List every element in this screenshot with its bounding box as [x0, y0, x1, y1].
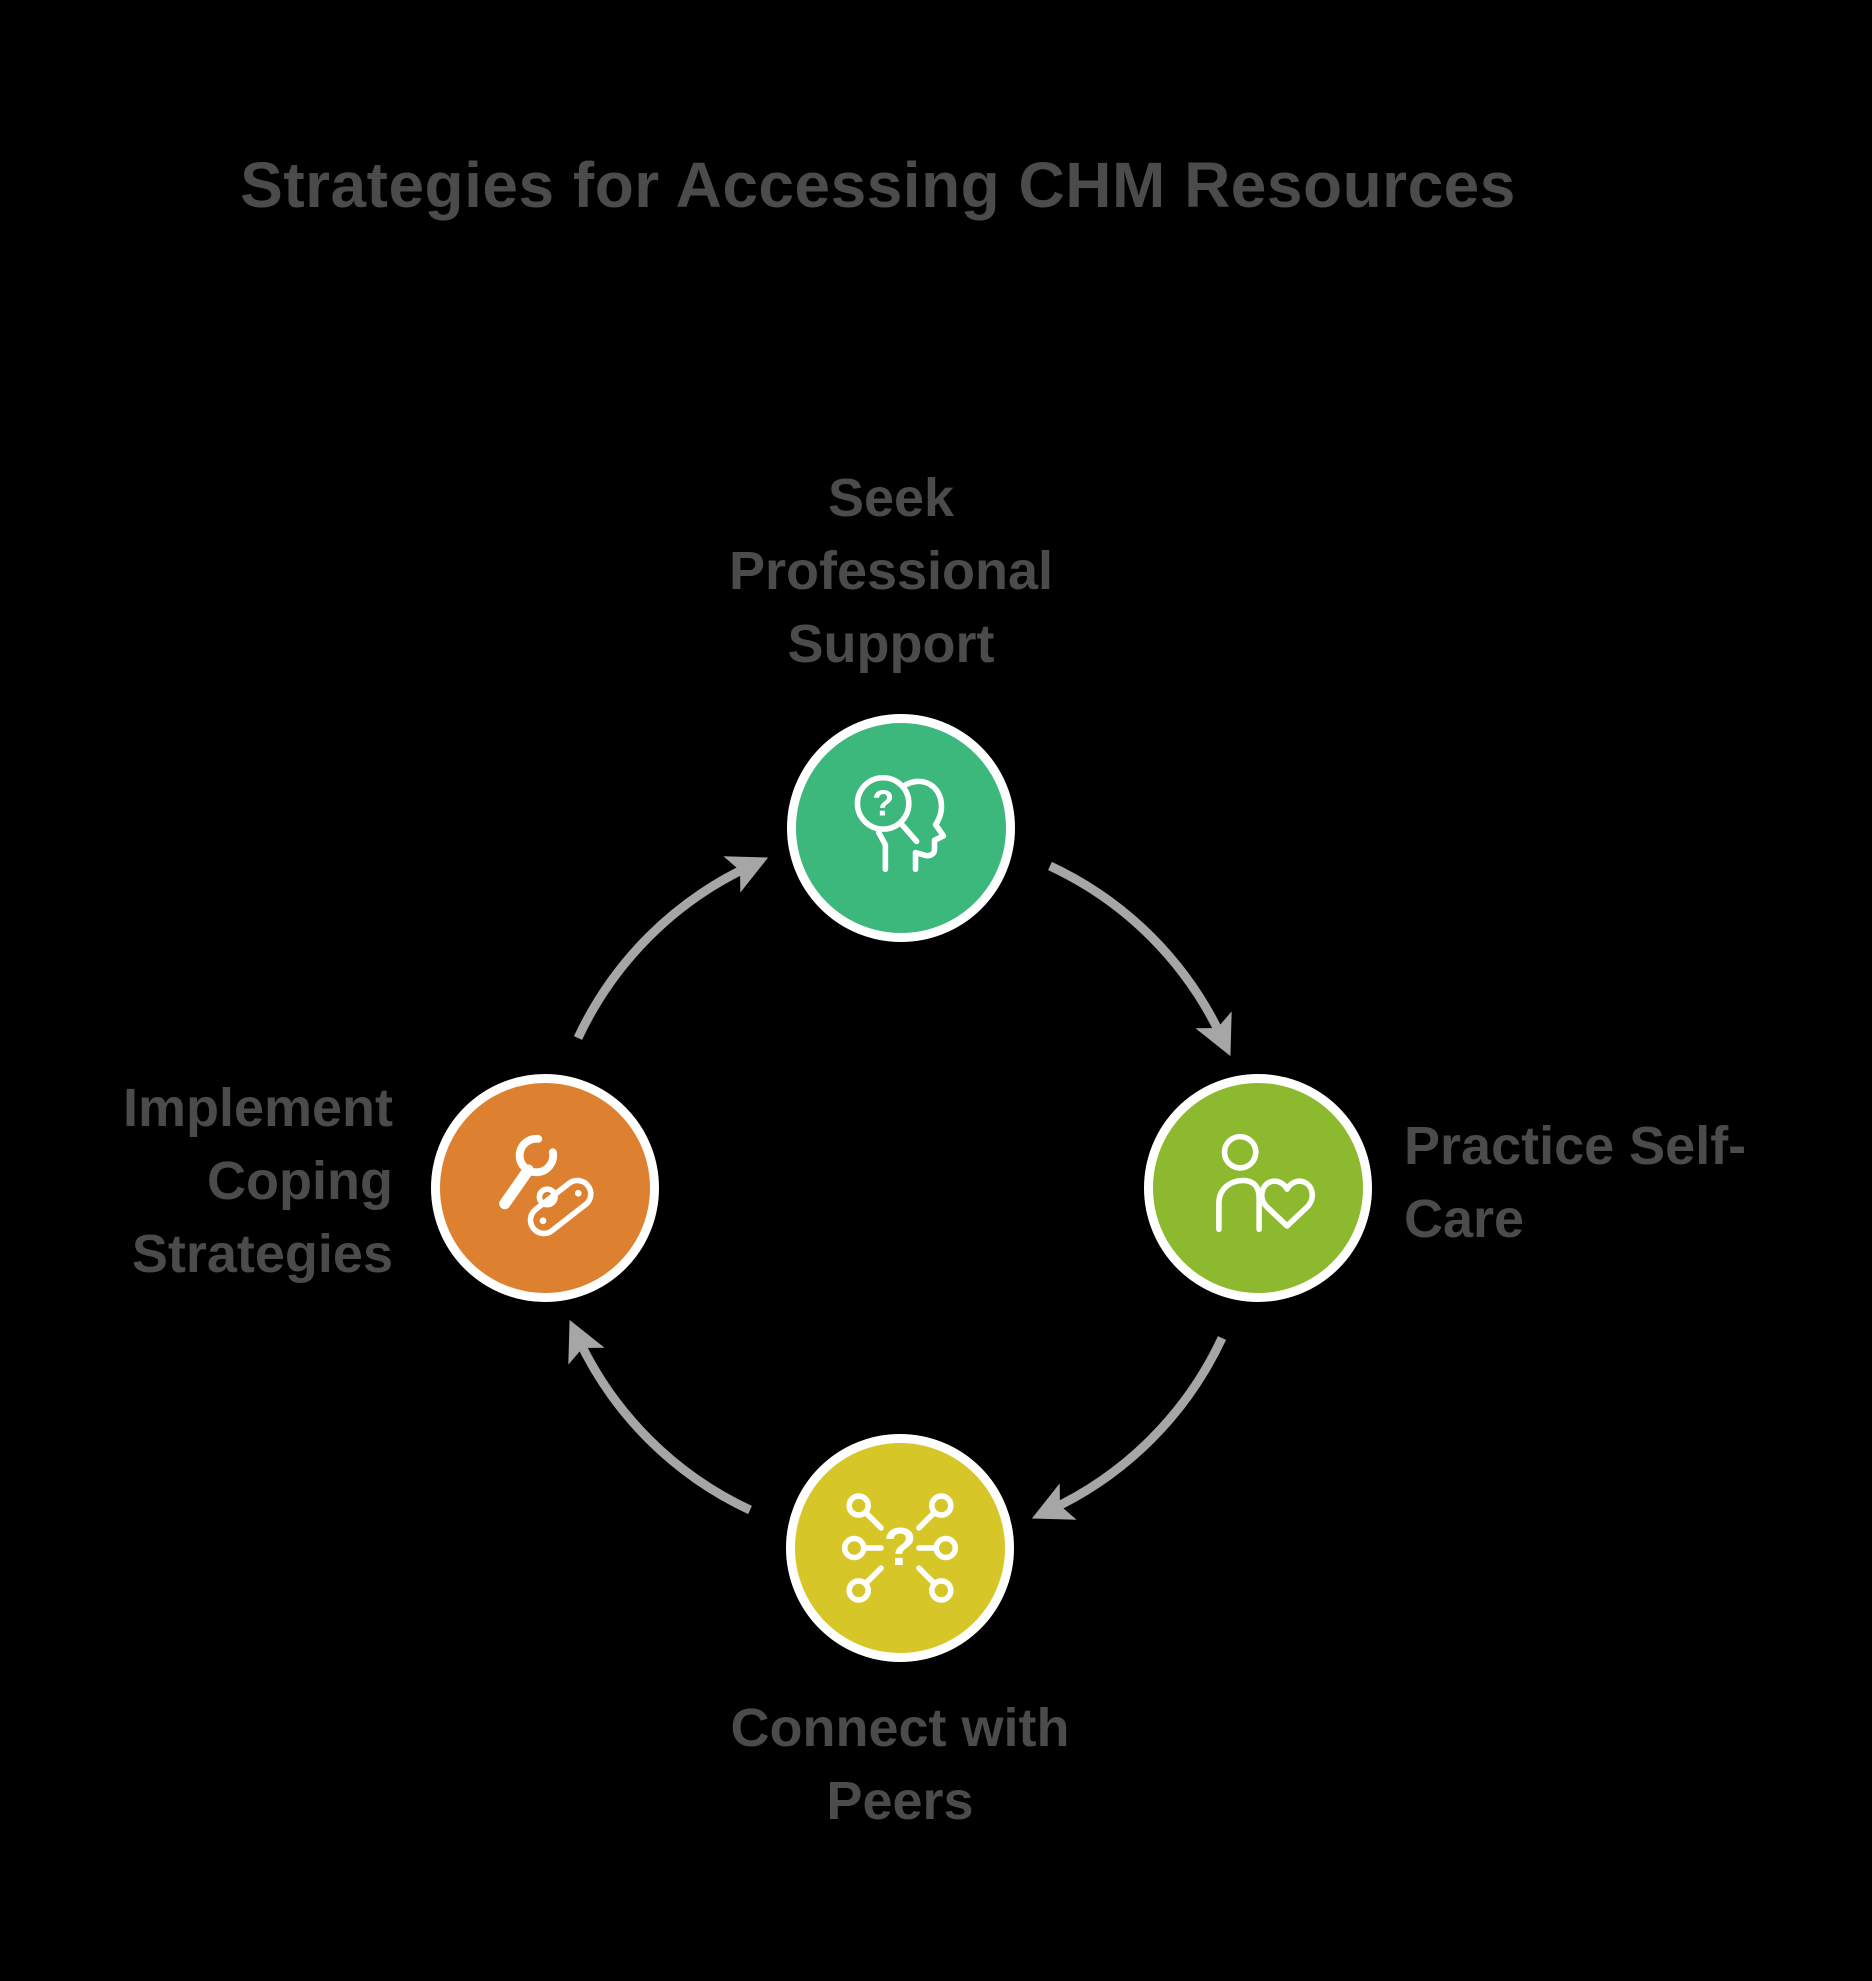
node-circle [1144, 1074, 1372, 1302]
svg-text:?: ? [872, 784, 894, 824]
node-connect-with-peers: ? [786, 1434, 1014, 1662]
arrow-right-to-bottom [1031, 1336, 1227, 1520]
arrow-bottom-to-left [568, 1319, 752, 1515]
arrow-top-to-right [1048, 861, 1232, 1057]
node-implement-coping-strategies [431, 1074, 659, 1302]
node-label-connect-with-peers: Connect with Peers [730, 1698, 1070, 1831]
node-label-practice-self-care: Practice Self- Care [1404, 1116, 1747, 1249]
wrench-and-knife-tools-icon [499, 1134, 594, 1237]
node-practice-self-care [1144, 1074, 1372, 1302]
node-circle: ? [787, 714, 1015, 942]
node-seek-professional-support: ? [787, 714, 1015, 942]
node-label-implement-coping-strategies: Implement Coping Strategies [122, 1078, 393, 1284]
node-circle [431, 1074, 659, 1302]
question-network-icon: ? [841, 1493, 959, 1603]
svg-text:?: ? [884, 1517, 917, 1577]
person-with-heart-icon [1216, 1133, 1316, 1233]
diagram-title: Strategies for Accessing CHM Resources [240, 149, 1516, 221]
node-label-seek-professional-support: Seek Professional Support [728, 468, 1054, 674]
arrow-left-to-top [573, 856, 769, 1040]
node-circle: ? [786, 1434, 1014, 1662]
head-with-magnifier-question-icon: ? [854, 774, 947, 873]
